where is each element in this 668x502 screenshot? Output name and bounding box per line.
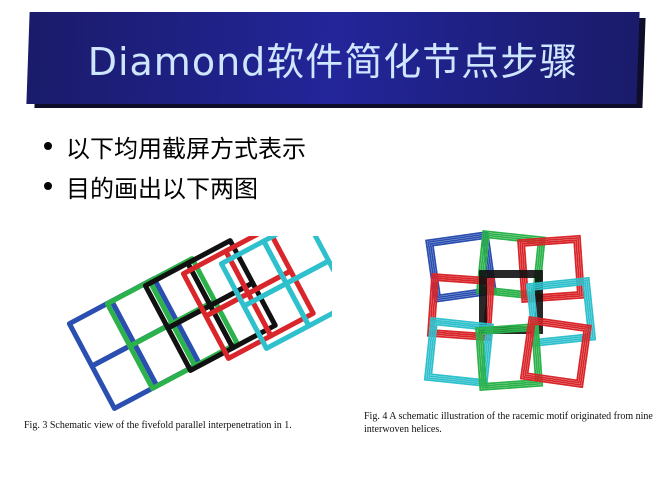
- bullet-item: 以下均用截屏方式表示: [44, 126, 306, 166]
- grid-cell: [283, 258, 332, 329]
- slide-title: Diamond软件简化节点步骤: [87, 39, 579, 84]
- helix-square: [423, 317, 494, 388]
- figure-3-grid-image: [66, 236, 332, 411]
- grid-net: [142, 238, 278, 373]
- bullet-text: 以下均用截屏方式表示: [66, 134, 306, 163]
- helix-square: [526, 276, 597, 347]
- helix-square: [519, 316, 592, 389]
- helix-square: [475, 322, 544, 391]
- bullet-list: 以下均用截屏方式表示 目的画出以下两图: [44, 126, 306, 206]
- grid-net: [180, 236, 316, 361]
- figure-3-caption: Fig. 3 Schematic view of the fivefold pa…: [24, 420, 292, 431]
- helix-square: [475, 230, 546, 301]
- grid-cell: [207, 280, 278, 351]
- bullet-dot-icon: [44, 142, 52, 150]
- grid-net: [218, 236, 332, 351]
- figure-4-caption: Fig. 4 A schematic illustration of the r…: [364, 411, 653, 435]
- bullet-item: 目的画出以下两图: [44, 166, 306, 206]
- figure-4-helices-image: [423, 230, 597, 391]
- grid-cell: [245, 268, 316, 339]
- bullet-dot-icon: [44, 182, 52, 190]
- bullet-text: 目的画出以下两图: [66, 174, 258, 203]
